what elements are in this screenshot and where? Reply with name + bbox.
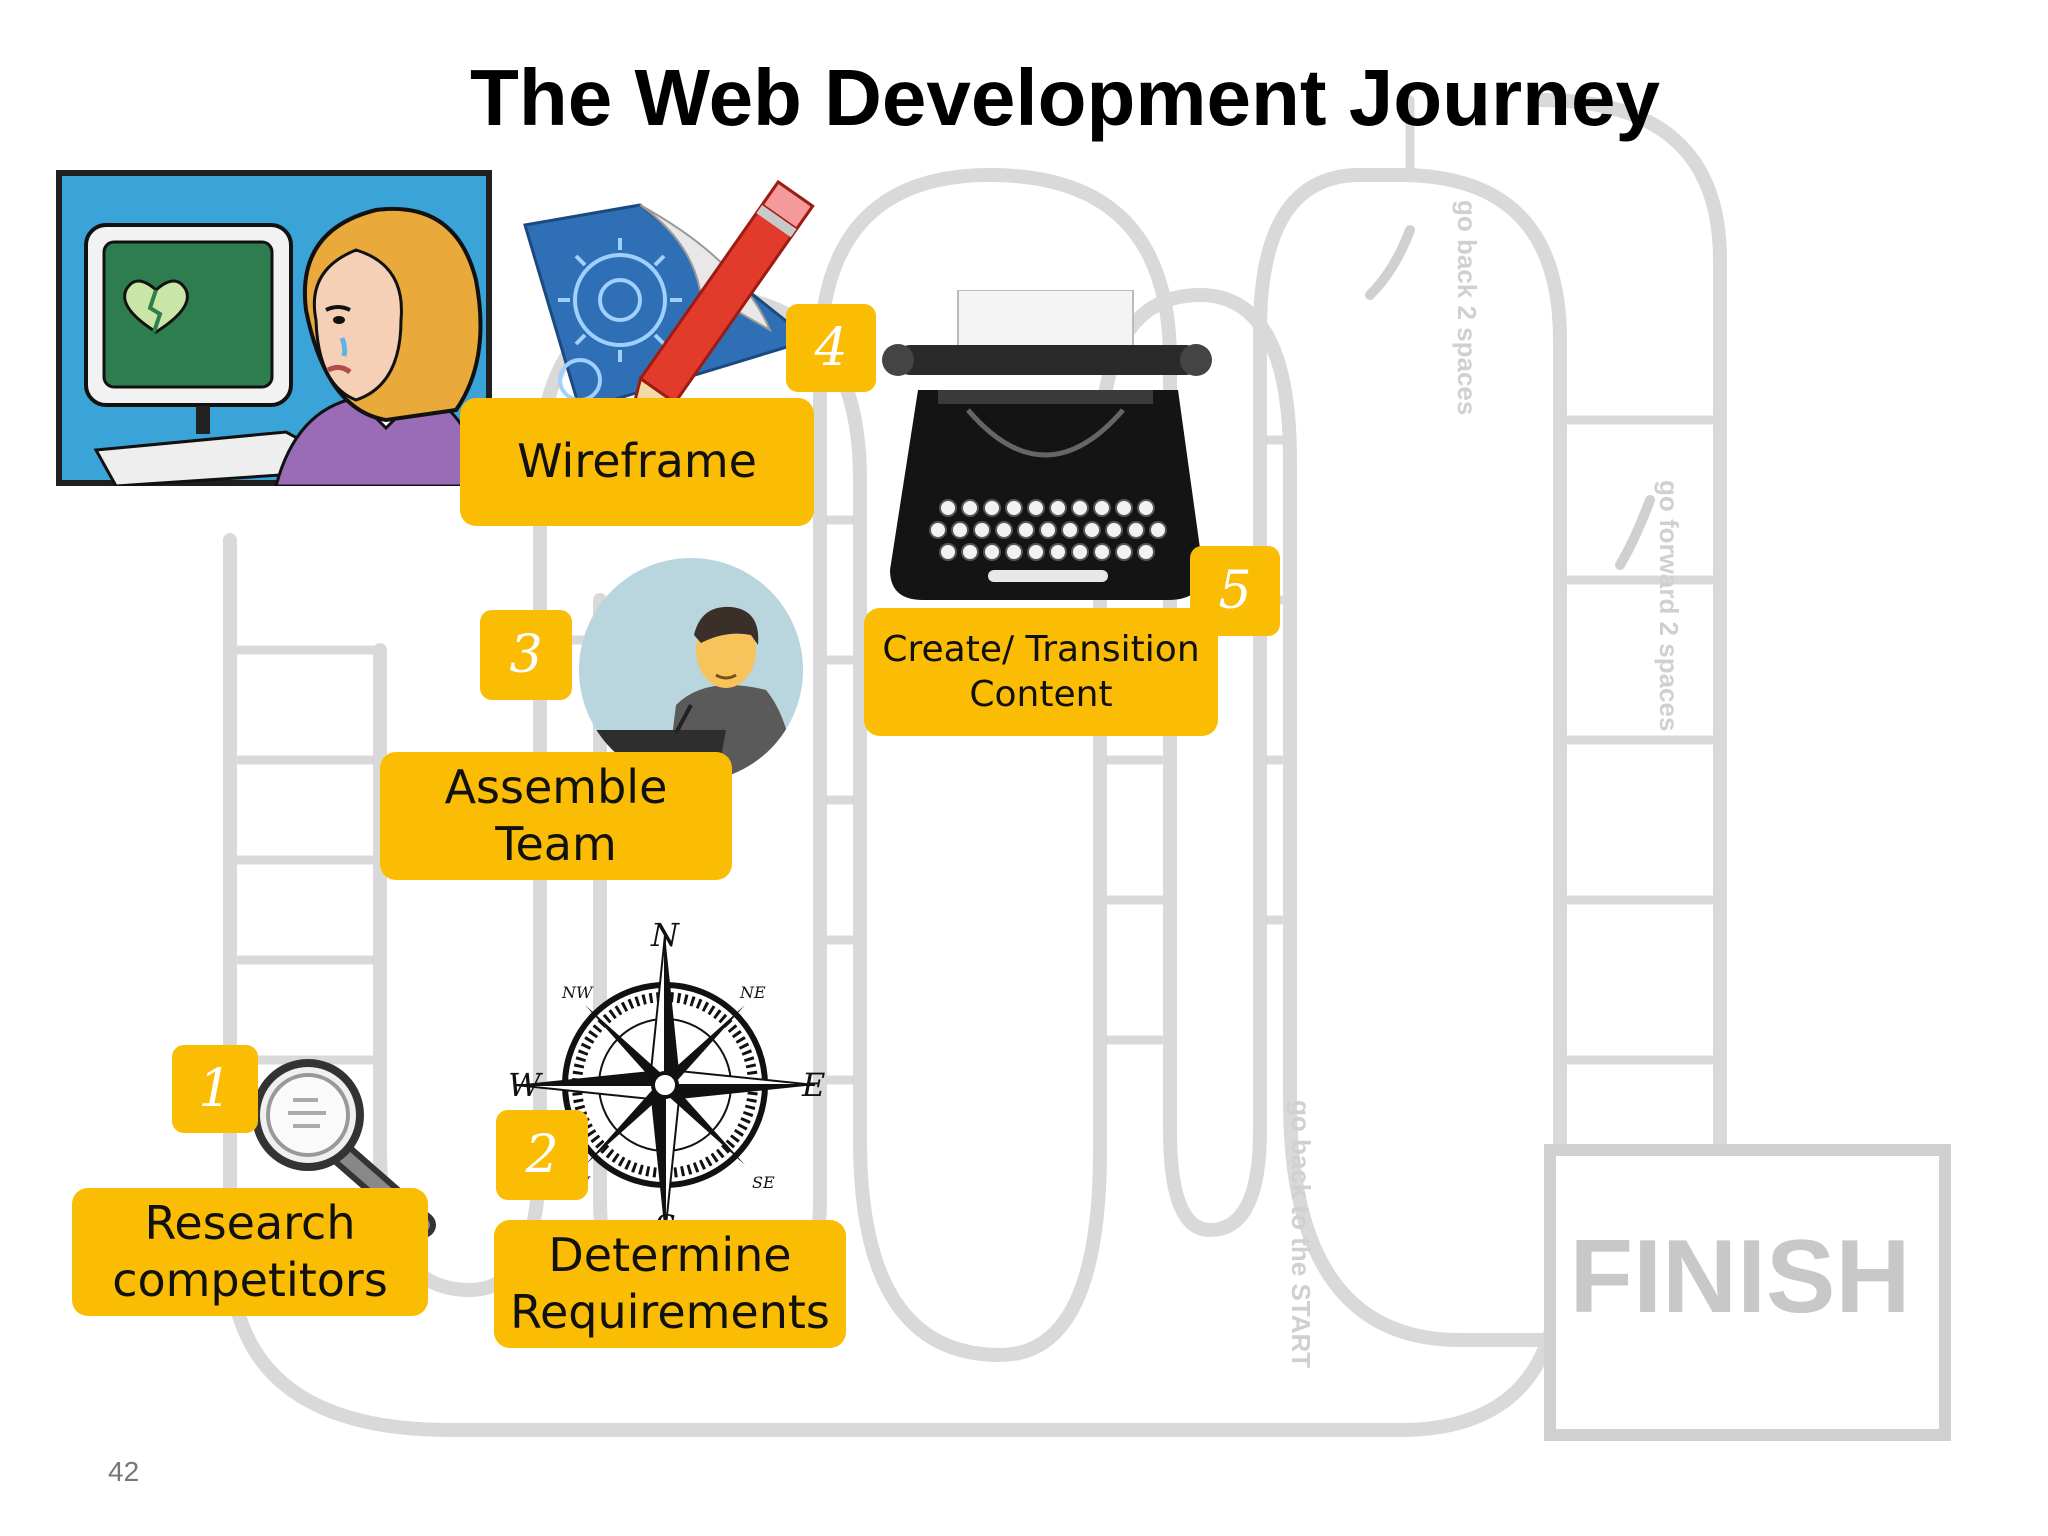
step-2-number: 2: [496, 1110, 588, 1200]
step-5-number-text: 5: [1218, 561, 1252, 621]
step-5-line-1: Create/ Transition: [882, 629, 1200, 670]
step-4-label: Wireframe: [460, 398, 814, 526]
typewriter-icon: [882, 290, 1212, 600]
page-number: 42: [108, 1456, 140, 1487]
step-2-line-2: Requirements: [510, 1285, 830, 1339]
compass-label-se: SE: [752, 1173, 775, 1192]
step-3-number-text: 3: [509, 625, 543, 685]
finish-box: [1544, 1144, 1951, 1441]
step-5-line-2: Content: [969, 674, 1113, 715]
step-2-line-1: Determine: [548, 1227, 792, 1282]
slide-title: The Web Development Journey: [470, 53, 1660, 142]
step-1-line-2: competitors: [112, 1253, 388, 1307]
finish-label: FINISH: [1570, 1219, 1911, 1335]
step-3-line-1: Assemble: [444, 759, 668, 814]
space-text-back-to-start: go back to the START: [1286, 1100, 1316, 1368]
step-1-line-1: Research: [144, 1195, 356, 1250]
space-text-go-back: go back 2 spaces: [1452, 200, 1482, 415]
step-3-line-2: Team: [495, 817, 617, 871]
step-3-number: 3: [480, 610, 572, 700]
compass-label-n: N: [650, 920, 680, 954]
step-2-number-text: 2: [525, 1125, 559, 1185]
compass-label-nw: NW: [561, 983, 594, 1002]
step-1-number-text: 1: [198, 1059, 232, 1119]
step-4-number: 4: [786, 304, 876, 392]
compass-label-ne: NE: [739, 983, 766, 1002]
team-member-avatar: [579, 558, 803, 782]
step-1-number: 1: [172, 1045, 258, 1133]
compass-rose-icon: N S E W NE NW SE SW: [508, 920, 825, 1246]
compass-label-e: E: [801, 1066, 825, 1104]
space-text-go-forward: go forward 2 spaces: [1654, 480, 1684, 731]
frustrated-user-illustration: [56, 170, 492, 486]
step-4-number-text: 4: [814, 318, 848, 378]
compass-label-w: W: [508, 1066, 544, 1104]
step-4-line-1: Wireframe: [517, 434, 757, 489]
